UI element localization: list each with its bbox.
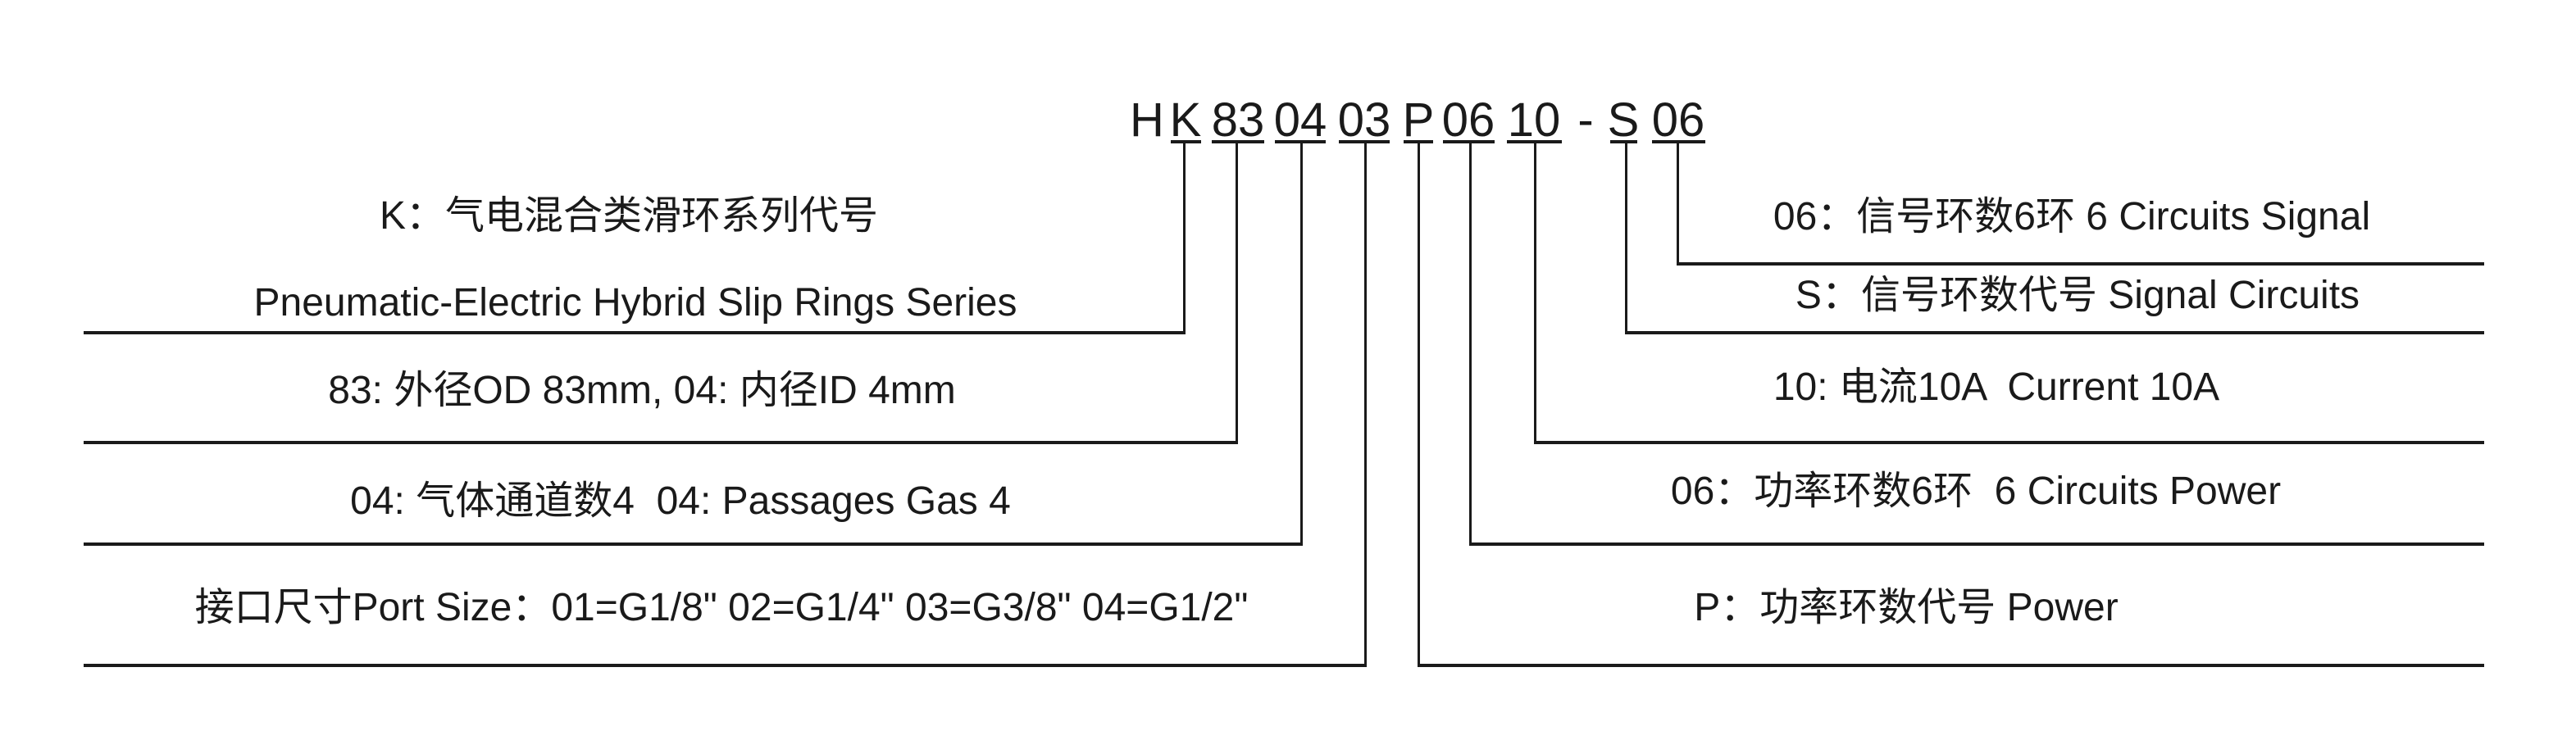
row-line-right-06-signal	[1677, 262, 2484, 266]
code-underline-k	[1171, 140, 1201, 143]
code-segment-k: K	[1169, 93, 1202, 147]
row-line-right-p-power	[1418, 664, 2484, 667]
row-line-left-k-series	[84, 331, 1186, 334]
connector-vertical-06-power	[1469, 142, 1472, 546]
code-segment-03-port: 03	[1337, 93, 1391, 147]
code-underline-83	[1212, 140, 1264, 143]
label-current: 10: 电流10A Current 10A	[1773, 365, 2220, 409]
label-power-circuits-count: 06：功率环数6环 6 Circuits Power	[1670, 470, 2282, 513]
code-segment-06-signal: 06	[1651, 93, 1705, 147]
connector-vertical-p	[1418, 142, 1420, 667]
connector-vertical-03-port	[1364, 142, 1367, 667]
row-line-left-04-gas	[84, 543, 1303, 546]
code-segment-04-gas: 04	[1273, 93, 1327, 147]
label-port-size: 接口尺寸Port Size：01=G1/8" 02=G1/4" 03=G3/8"…	[194, 586, 1249, 629]
row-line-right-06-power	[1469, 543, 2484, 546]
label-signal-circuits-count: 06：信号环数6环 6 Circuits Signal	[1773, 195, 2371, 238]
row-line-right-10-current	[1534, 441, 2484, 444]
connector-vertical-s	[1625, 142, 1627, 334]
code-segment-s: S	[1607, 93, 1640, 147]
connector-vertical-04-gas	[1300, 142, 1303, 546]
connector-vertical-k	[1183, 142, 1186, 334]
code-segment-06-power: 06	[1441, 93, 1495, 147]
label-od-id: 83: 外径OD 83mm, 04: 内径ID 4mm	[328, 369, 956, 412]
code-underline-s	[1610, 140, 1637, 143]
connector-vertical-06-signal	[1677, 142, 1679, 266]
code-segment-83: 83	[1211, 93, 1265, 147]
code-segment-10: 10	[1507, 93, 1561, 147]
label-signal-circuits-code: S：信号环数代号 Signal Circuits	[1795, 274, 2360, 317]
label-gas-passages: 04: 气体通道数4 04: Passages Gas 4	[350, 479, 1011, 523]
code-underline-06-power	[1443, 140, 1495, 143]
code-segment-h: H	[1130, 93, 1164, 147]
row-line-left-83-od-id	[84, 441, 1238, 444]
code-segment-dash: -	[1577, 93, 1594, 147]
connector-vertical-83	[1236, 142, 1238, 444]
label-k-series-en: Pneumatic-Electric Hybrid Slip Rings Ser…	[253, 281, 1017, 325]
row-line-left-03-port	[84, 664, 1367, 667]
label-power-circuits-code: P：功率环数代号 Power	[1694, 586, 2119, 629]
label-k-series-zh: K：气电混合类滑环系列代号	[379, 194, 879, 238]
code-segment-p: P	[1402, 93, 1435, 147]
connector-vertical-10	[1534, 142, 1536, 444]
row-line-right-s-signal	[1625, 331, 2484, 334]
